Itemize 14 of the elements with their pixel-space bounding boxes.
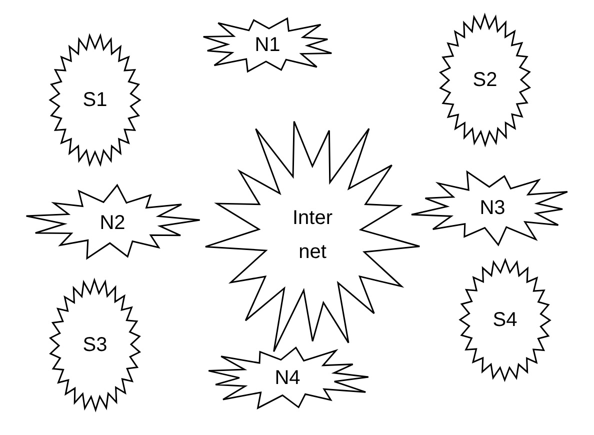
starburst-shape	[440, 15, 530, 145]
node-label: S1	[82, 88, 108, 113]
node-label: N2	[98, 210, 126, 236]
starburst-shape	[50, 280, 140, 410]
starburst-shape	[460, 260, 550, 380]
node-label: N1	[254, 33, 282, 58]
node-label: Inter net	[291, 206, 334, 265]
node-label: N3	[478, 196, 506, 220]
node-label: N4	[274, 366, 302, 390]
starburst-shape	[50, 35, 140, 165]
node-label: S3	[82, 333, 108, 358]
node-label: S4	[492, 308, 518, 333]
starburst-shape	[25, 185, 200, 260]
node-label: S2	[472, 68, 498, 93]
